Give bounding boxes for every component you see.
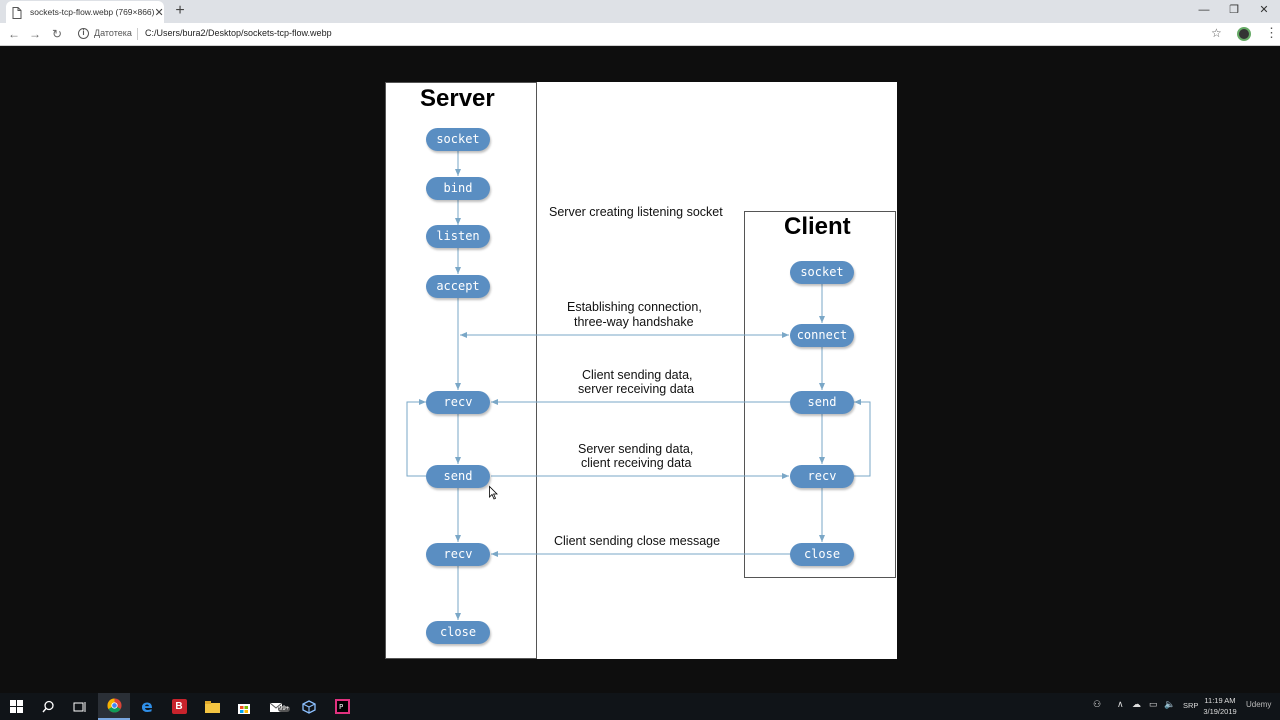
client-title: Client xyxy=(784,213,851,240)
back-arrow-icon[interactable]: ← xyxy=(8,27,20,41)
server-lane xyxy=(385,82,537,659)
volume-icon[interactable]: 🔈 xyxy=(1164,699,1176,709)
server-title: Server xyxy=(420,85,495,112)
server-node-socket: socket xyxy=(426,128,490,151)
network-icon[interactable]: ▭ xyxy=(1149,699,1158,709)
client-node-send: send xyxy=(790,391,854,414)
forward-arrow-icon[interactable]: → xyxy=(29,27,41,41)
label-close-msg: Client sending close message xyxy=(554,534,721,548)
server-node-send: send xyxy=(426,465,490,488)
info-icon[interactable]: i xyxy=(78,28,89,39)
server-node-bind: bind xyxy=(426,177,490,200)
client-node-recv: recv xyxy=(790,465,854,488)
tab-strip: sockets-tcp-flow.webp (769×866) ✕ + — ❐ … xyxy=(0,0,1280,23)
menu-dots-icon[interactable]: ⋮ xyxy=(1265,25,1278,40)
store-icon[interactable] xyxy=(228,693,260,720)
client-lane xyxy=(744,211,896,578)
client-node-close: close xyxy=(790,543,854,566)
mouse-cursor-icon xyxy=(489,485,498,500)
divider xyxy=(137,28,138,40)
server-node-recv-close: recv xyxy=(426,543,490,566)
label-server-send-2: client receiving data xyxy=(581,456,692,470)
mail-badge: 99+ xyxy=(278,706,291,712)
origin-label: Датотека xyxy=(94,28,132,38)
clock-time: 11:19 AM xyxy=(1204,696,1236,705)
minimize-icon[interactable]: — xyxy=(1198,4,1210,16)
document-icon xyxy=(12,6,22,19)
task-view-icon[interactable] xyxy=(64,693,96,720)
edge-browser-icon[interactable]: e xyxy=(141,696,153,717)
server-node-recv: recv xyxy=(426,391,490,414)
close-window-icon[interactable]: ✕ xyxy=(1259,4,1269,16)
windows-start-icon[interactable] xyxy=(0,693,32,720)
pycharm-icon[interactable]: P xyxy=(326,693,358,720)
server-node-listen: listen xyxy=(426,225,490,248)
tab-close-icon[interactable]: ✕ xyxy=(154,6,164,19)
new-tab-button[interactable]: + xyxy=(175,2,185,19)
tray-chevron-icon[interactable]: ∧ xyxy=(1117,699,1124,709)
label-handshake-1: Establishing connection, xyxy=(567,300,702,314)
client-node-socket: socket xyxy=(790,261,854,284)
clock-date: 3/19/2019 xyxy=(1203,707,1237,716)
address-input[interactable]: C:/Users/bura2/Desktop/sockets-tcp-flow.… xyxy=(145,28,332,38)
reload-icon[interactable]: ↻ xyxy=(51,27,63,41)
udemy-watermark: Udemy xyxy=(1246,700,1272,709)
file-explorer-icon[interactable] xyxy=(196,693,228,720)
label-client-send-1: Client sending data, xyxy=(582,368,693,382)
tab-title: sockets-tcp-flow.webp (769×866) xyxy=(30,7,155,17)
bookmark-star-icon[interactable]: ☆ xyxy=(1211,26,1222,40)
profile-avatar[interactable] xyxy=(1237,27,1251,41)
label-listening: Server creating listening socket xyxy=(549,205,723,219)
server-node-close: close xyxy=(426,621,490,644)
taskbar: e B 99+ P ⚇ ∧ ☁ ▭ 🔈 SRP 11:19 AM 3/19/20… xyxy=(0,693,1280,720)
svg-text:P: P xyxy=(339,703,343,711)
app-b-icon[interactable]: B xyxy=(163,693,195,720)
maximize-icon[interactable]: ❐ xyxy=(1229,4,1239,16)
server-node-accept: accept xyxy=(426,275,490,298)
browser-tab[interactable]: sockets-tcp-flow.webp (769×866) ✕ xyxy=(6,1,164,23)
people-icon[interactable]: ⚇ xyxy=(1093,699,1102,709)
chrome-icon[interactable] xyxy=(98,693,130,720)
clock[interactable]: 11:19 AM 3/19/2019 xyxy=(1200,695,1240,717)
label-handshake-2: three-way handshake xyxy=(574,315,694,329)
onedrive-cloud-icon[interactable]: ☁ xyxy=(1132,699,1141,709)
diagram-edges xyxy=(385,82,896,659)
virtualbox-icon[interactable] xyxy=(293,693,325,720)
toolbar: ← → ↻ i Датотека C:/Users/bura2/Desktop/… xyxy=(0,23,1280,46)
client-node-connect: connect xyxy=(790,324,854,347)
search-icon[interactable] xyxy=(32,693,64,720)
input-language[interactable]: SRP xyxy=(1183,701,1199,710)
mail-icon[interactable]: 99+ xyxy=(261,693,293,720)
label-client-send-2: server receiving data xyxy=(578,382,695,396)
label-server-send-1: Server sending data, xyxy=(578,442,694,456)
tcp-flow-diagram: Server Client socket bind listen accept … xyxy=(385,82,897,659)
